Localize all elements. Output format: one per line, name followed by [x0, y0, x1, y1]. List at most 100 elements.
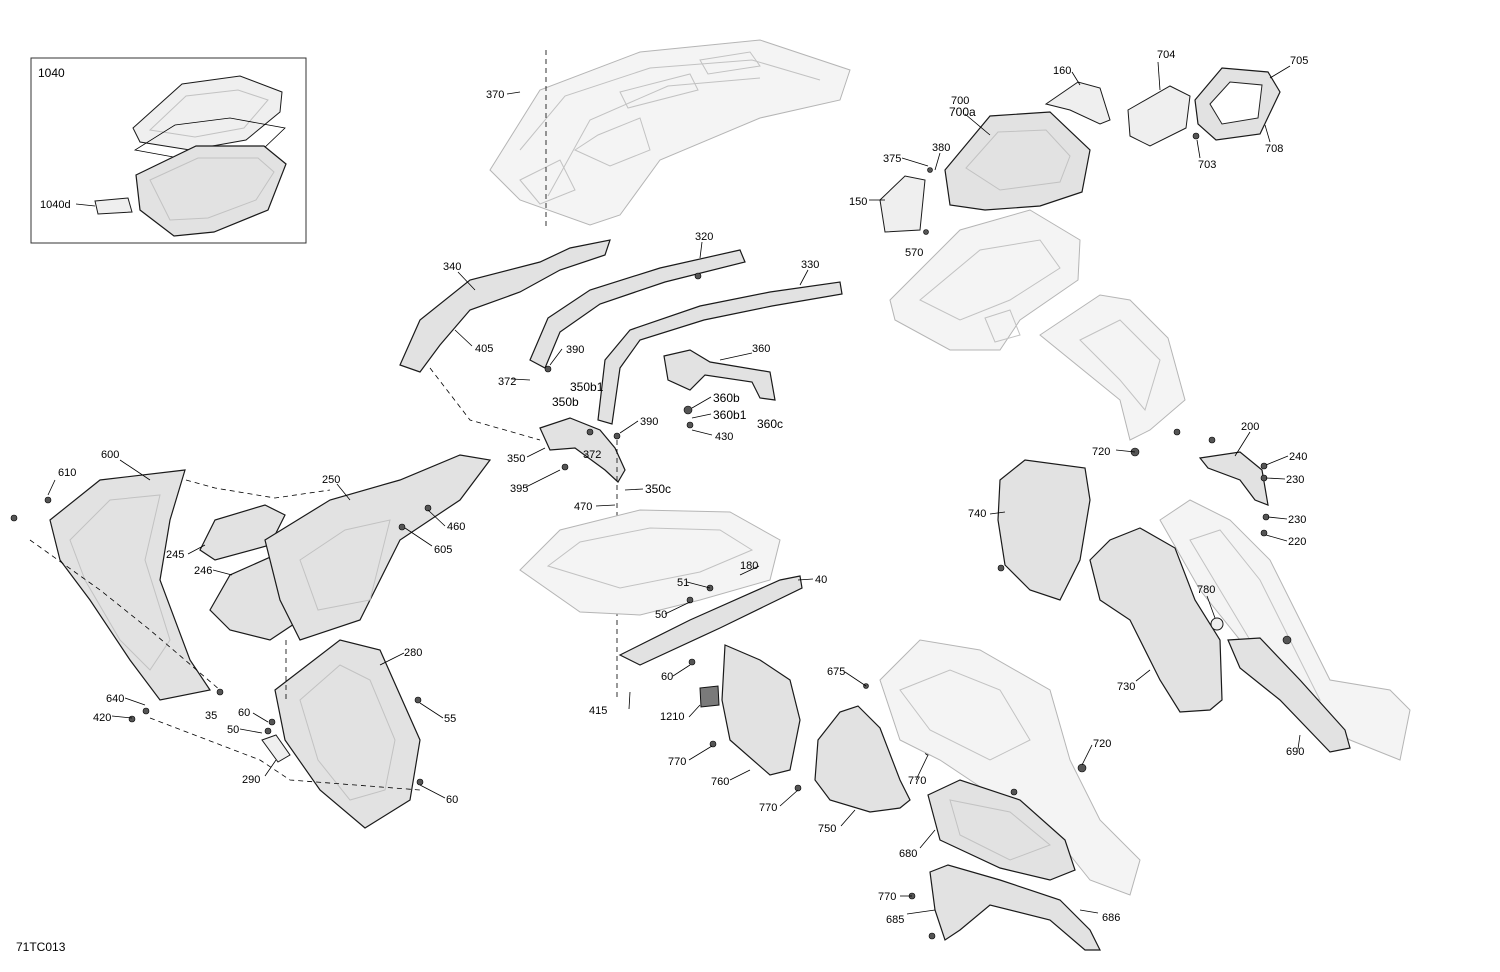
callout-600: 600 — [101, 449, 119, 461]
callout-280: 280 — [404, 647, 422, 659]
callout-55: 55 — [444, 713, 456, 725]
left-panel-600 — [10, 469, 224, 701]
bracket-704 — [1127, 85, 1191, 147]
callout-770-a: 770 — [668, 756, 686, 768]
callout-675: 675 — [827, 666, 845, 678]
callout-340: 340 — [443, 261, 461, 273]
callout-290: 290 — [242, 774, 260, 786]
gauge-bezel-700 — [944, 111, 1091, 211]
callout-370: 370 — [486, 89, 504, 101]
bracket-350 — [539, 417, 626, 483]
callout-640: 640 — [106, 693, 124, 705]
side-panel-150 — [879, 175, 926, 233]
display-screen — [1209, 81, 1263, 125]
callout-395: 395 — [510, 483, 528, 495]
storage-box-lid — [132, 75, 283, 151]
callout-1210: 1210 — [660, 711, 684, 723]
callout-720-a: 720 — [1092, 446, 1110, 458]
callout-372-b: 372 — [583, 449, 601, 461]
callout-770-c: 770 — [908, 775, 926, 787]
callout-350b: 350b — [552, 395, 579, 409]
floor-panel-ghost — [519, 509, 781, 616]
callout-686: 686 — [1102, 912, 1120, 924]
storage-box-tray-inner — [149, 157, 275, 221]
plate-1210 — [699, 685, 720, 708]
callout-360b: 360b — [713, 391, 740, 405]
callout-460: 460 — [447, 521, 465, 533]
inset-storage-box: 1040 1040d — [30, 57, 307, 244]
callout-250: 250 — [322, 474, 340, 486]
screw-375 — [927, 167, 933, 173]
callout-705: 705 — [1290, 55, 1308, 67]
callout-240: 240 — [1289, 451, 1307, 463]
callout-740: 740 — [968, 508, 986, 520]
callout-704: 704 — [1157, 49, 1175, 61]
callout-770-d: 770 — [878, 891, 896, 903]
callout-708: 708 — [1265, 143, 1283, 155]
callout-40: 40 — [815, 574, 827, 586]
bin-245 — [199, 504, 286, 561]
callout-380: 380 — [932, 142, 950, 154]
callout-350c: 350c — [645, 482, 671, 496]
gauge-bezel-inner — [965, 129, 1071, 191]
tube-320 — [529, 249, 746, 369]
callout-703: 703 — [1198, 159, 1216, 171]
arm-360 — [663, 349, 776, 401]
callout-760: 760 — [711, 776, 729, 788]
callout-390-a: 390 — [566, 344, 584, 356]
leader-1040d — [75, 203, 96, 207]
callout-780: 780 — [1197, 584, 1215, 596]
callout-372-a: 372 — [498, 376, 516, 388]
callout-770-b: 770 — [759, 802, 777, 814]
tube-330 — [597, 281, 843, 425]
screw-703 — [1192, 132, 1200, 140]
callout-415: 415 — [589, 705, 607, 717]
callout-180: 180 — [740, 560, 758, 572]
callout-720-b: 720 — [1093, 738, 1111, 750]
callout-labels: 370 160 704 705 700 700a 375 380 703 708… — [58, 49, 1308, 926]
panel-685-686 — [908, 864, 1101, 951]
callout-405: 405 — [475, 343, 493, 355]
callout-245: 245 — [166, 549, 184, 561]
tube-340 — [399, 239, 611, 373]
console-ghost — [889, 209, 1186, 457]
callout-375: 375 — [883, 153, 901, 165]
callout-360c: 360c — [757, 417, 783, 431]
storage-box-latch — [94, 197, 133, 215]
callout-685: 685 — [886, 914, 904, 926]
callout-350: 350 — [507, 453, 525, 465]
panel-690 — [1227, 637, 1351, 753]
callout-750: 750 — [818, 823, 836, 835]
callout-690: 690 — [1286, 746, 1304, 758]
callout-700a: 700a — [949, 105, 976, 119]
callout-35: 35 — [205, 710, 217, 722]
callout-60-c: 60 — [446, 794, 458, 806]
panel-740 — [997, 459, 1091, 601]
callout-220: 220 — [1288, 536, 1306, 548]
frame-250 — [264, 454, 492, 641]
callout-246: 246 — [194, 565, 212, 577]
screw-570 — [923, 229, 929, 235]
callout-680: 680 — [899, 848, 917, 860]
callout-570: 570 — [905, 247, 923, 259]
callout-230-a: 230 — [1286, 474, 1304, 486]
callout-330: 330 — [801, 259, 819, 271]
callout-350b1: 350b1 — [570, 380, 604, 394]
body-ghost-right — [879, 499, 1411, 896]
left-dashes — [29, 479, 421, 791]
guard-760 — [699, 644, 802, 792]
panel-680 — [863, 683, 1087, 881]
callout-390-b: 390 — [640, 416, 658, 428]
callout-230-b: 230 — [1288, 514, 1306, 526]
leader-lines — [47, 61, 1301, 915]
inset-sub-label: 1040d — [40, 199, 71, 211]
callout-320: 320 — [695, 231, 713, 243]
callout-150: 150 — [849, 196, 867, 208]
callout-160: 160 — [1053, 65, 1071, 77]
plate-280 — [264, 639, 424, 829]
callout-60-a: 60 — [661, 671, 673, 683]
panel-730 — [997, 527, 1224, 713]
bar-290 — [128, 707, 291, 763]
cage-tubes — [399, 239, 843, 700]
callout-470: 470 — [574, 501, 592, 513]
